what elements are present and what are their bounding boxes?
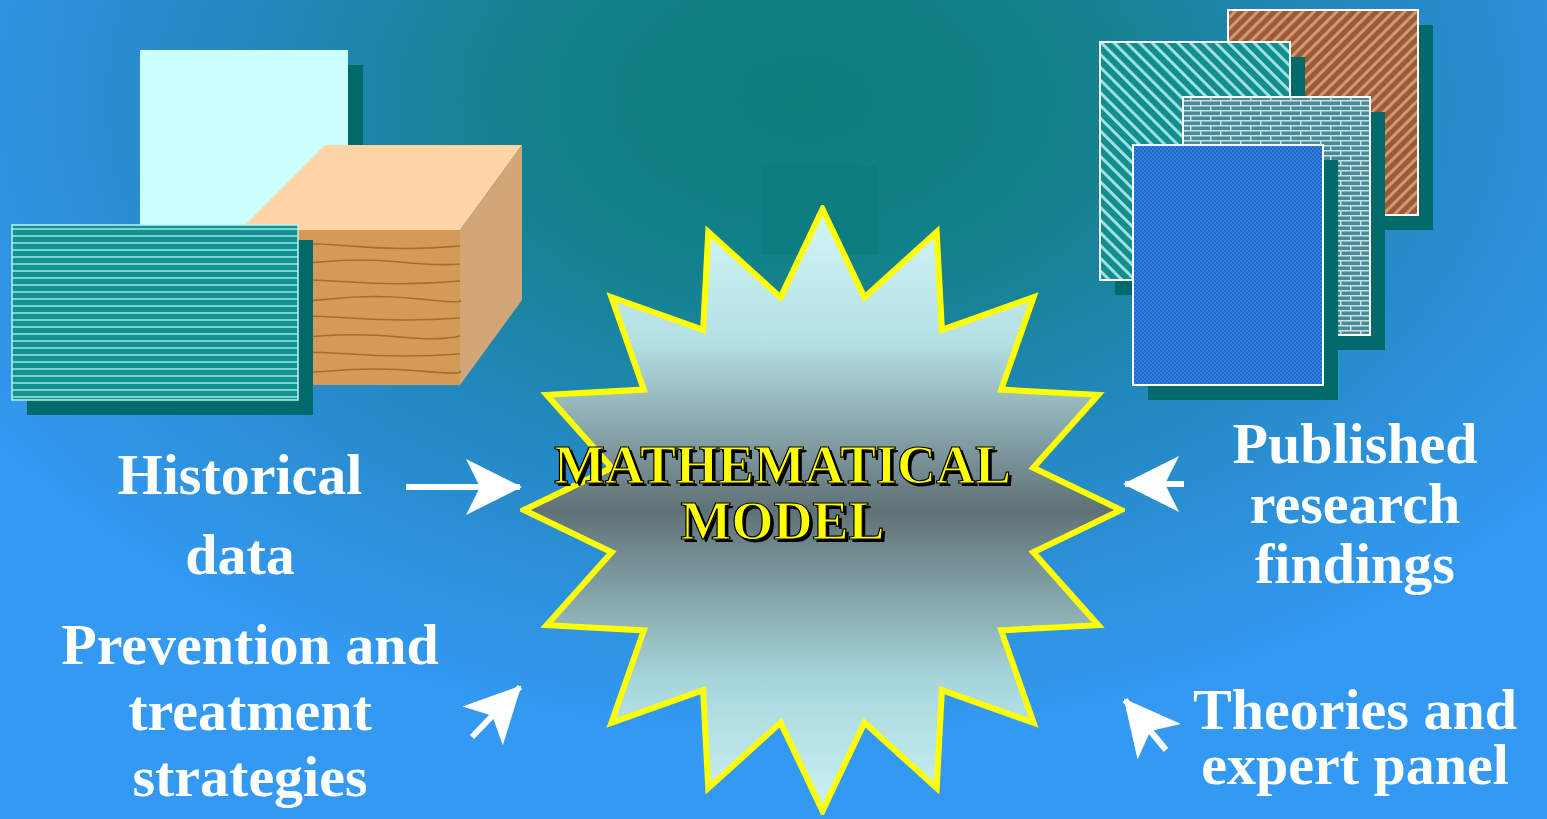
input-arrow [472, 687, 520, 737]
label-node: Published research findings [1190, 414, 1520, 594]
input-arrow [406, 484, 520, 490]
striped-card [12, 225, 298, 400]
model-title: MATHEMATICAL MODEL [543, 437, 1023, 549]
node-label: Published research findings [1190, 414, 1520, 594]
label-node: Theories and expert panel [1170, 682, 1540, 792]
label-node: Prevention and treatment strategies [30, 612, 470, 810]
box-side [460, 145, 522, 385]
input-arrow [1125, 481, 1184, 487]
node-label: Prevention and treatment strategies [30, 612, 470, 810]
label-node: Historical data [80, 435, 400, 595]
blue-card [1133, 145, 1323, 385]
node-label: Theories and expert panel [1170, 682, 1540, 792]
input-arrow [1125, 700, 1166, 750]
model-star: MATHEMATICAL MODEL [520, 205, 1125, 815]
node-label: Historical data [80, 435, 400, 595]
star-shape [524, 209, 1121, 811]
